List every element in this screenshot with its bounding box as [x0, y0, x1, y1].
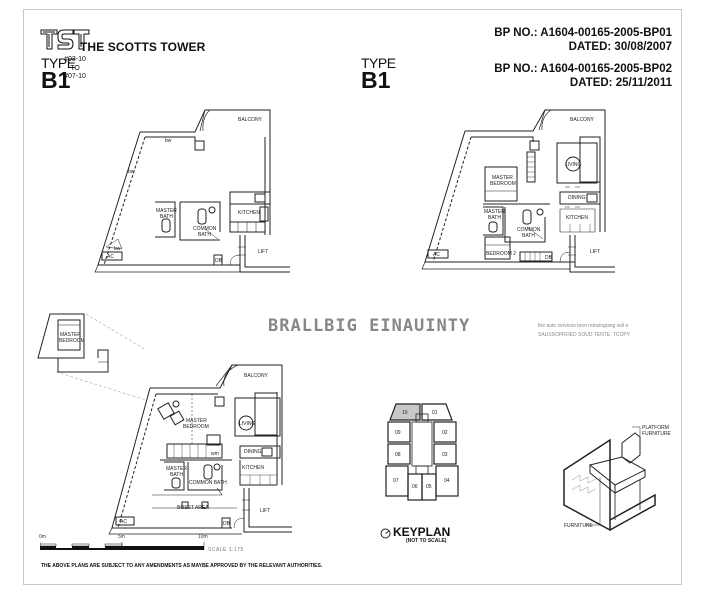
type-label: TYPE [361, 55, 396, 71]
svg-text:08: 08 [395, 452, 401, 458]
room-label-master-bath: MASTER [156, 208, 177, 214]
project-name: THE SCOTTS TOWER [80, 40, 206, 54]
isometric-drawing: PLATFORM FURNITURE FURNITURE [560, 415, 680, 540]
approval-block-2: BP NO.: A1604-00165-2005-BP02 DATED: 25/… [494, 62, 672, 90]
floor-plan-a: BALCONY MASTER BATH COMMON BATH KITCHEN … [90, 107, 290, 277]
bp-number: BP NO.: A1604-00165-2005-BP01 [494, 27, 672, 39]
svg-text:07: 07 [393, 478, 399, 484]
svg-text:COMMON BATH: COMMON BATH [189, 480, 227, 486]
svg-text:KITCHEN: KITCHEN [242, 465, 264, 471]
svg-text:LIFT: LIFT [260, 508, 270, 514]
type-label: TYPE [41, 55, 76, 71]
svg-text:BALCONY: BALCONY [570, 117, 595, 123]
svg-text:bw: bw [165, 138, 172, 144]
watermark-small-line-1: the auto services tenn reinsinguing sell… [538, 323, 629, 329]
drawing-sheet-frame [23, 9, 682, 585]
bp-date: DATED: 30/08/2007 [568, 41, 672, 53]
svg-text:BEDROOM: BEDROOM [59, 338, 85, 344]
svg-text:BEDROOM: BEDROOM [490, 181, 516, 187]
unit-range-to-word: TO [70, 64, 80, 72]
svg-text:BATH: BATH [170, 472, 183, 478]
svg-text:MASTER: MASTER [166, 466, 187, 472]
svg-text:bw: bw [114, 246, 121, 252]
svg-text:COMMON: COMMON [193, 226, 217, 232]
svg-text:BALCONY: BALCONY [238, 117, 263, 123]
north-arrow-icon [380, 526, 391, 544]
watermark-text: BRALLBIG EINAUINTY [268, 316, 471, 336]
svg-text:FURNITURE: FURNITURE [564, 523, 594, 529]
svg-text:BATH: BATH [198, 232, 211, 238]
svg-text:AC: AC [107, 254, 114, 260]
inset-label: MASTER [60, 332, 81, 338]
svg-text:LIVING: LIVING [565, 162, 582, 168]
svg-text:DINING: DINING [244, 449, 262, 455]
svg-text:06: 06 [412, 484, 418, 490]
svg-text:10: 10 [402, 410, 408, 416]
keyplan-subtitle: (NOT TO SCALE) [406, 538, 447, 544]
watermark-small-line-2: SAUSSOPROED SOUD TENTE. TCOPY [538, 332, 631, 338]
svg-text:BEDROOM 2: BEDROOM 2 [486, 251, 516, 257]
svg-text:03: 03 [442, 452, 448, 458]
svg-text:04: 04 [444, 478, 450, 484]
svg-text:LIVING: LIVING [239, 421, 256, 427]
floor-plan-c: BALCONY MASTER BEDROOM LIVING DINING KIT… [92, 360, 292, 535]
disclaimer-text: THE ABOVE PLANS ARE SUBJECT TO ANY AMEND… [41, 563, 323, 569]
svg-text:BATH: BATH [160, 214, 173, 220]
svg-text:LIFT: LIFT [258, 249, 268, 255]
svg-text:wm: wm [211, 451, 219, 457]
watermark-small-text: the auto services tenn reinsinguing sell… [538, 322, 678, 340]
svg-text:COMMON: COMMON [517, 227, 541, 233]
floor-plan-b: BALCONY MASTER BEDROOM LIVING DINING KIT… [405, 107, 615, 277]
scale-bar [39, 540, 210, 559]
scale-tick-0: 0m [39, 534, 46, 540]
svg-text:BEDROOM: BEDROOM [183, 424, 209, 430]
svg-text:DINING: DINING [568, 195, 586, 201]
svg-text:AC: AC [433, 252, 440, 258]
svg-text:BOSST AREA: BOSST AREA [177, 505, 209, 511]
svg-text:DB: DB [545, 255, 553, 261]
scale-ratio: SCALE 1:175 [208, 547, 244, 553]
unit-range-to: #07-10 [64, 73, 86, 80]
keyplan-title: KEYPLAN [393, 525, 451, 539]
svg-text:MASTER: MASTER [186, 418, 207, 424]
svg-text:FURNITURE: FURNITURE [642, 431, 672, 437]
svg-text:KITCHEN: KITCHEN [238, 210, 260, 216]
svg-text:DB: DB [223, 521, 231, 527]
room-labels: BALCONY MASTER BATH COMMON BATH KITCHEN … [107, 117, 268, 264]
svg-text:KITCHEN: KITCHEN [566, 215, 588, 221]
svg-text:02: 02 [442, 430, 448, 436]
scale-tick-5: 5m [118, 534, 125, 540]
approval-block-1: BP NO.: A1604-00165-2005-BP01 DATED: 30/… [494, 26, 672, 54]
svg-text:05: 05 [426, 484, 432, 490]
svg-text:LIFT: LIFT [590, 249, 600, 255]
svg-text:01: 01 [432, 410, 438, 416]
type-code: B1 [41, 67, 71, 93]
svg-text:BATH: BATH [522, 233, 535, 239]
svg-text:DB: DB [215, 258, 223, 264]
svg-text:BATH: BATH [488, 215, 501, 221]
svg-text:09: 09 [395, 430, 401, 436]
unit-range-from: #03-10 [64, 56, 86, 63]
scale-tick-10: 10m [198, 534, 208, 540]
master-bedroom-inset: MASTER BEDROOM [36, 310, 146, 400]
bp-date: DATED: 25/11/2011 [569, 77, 672, 89]
svg-text:MASTER: MASTER [484, 209, 505, 215]
svg-text:PLATFORM: PLATFORM [642, 425, 669, 431]
type-code: B1 [361, 67, 391, 93]
unit-type-header: TYPE B1 [41, 55, 76, 93]
unit-range: #03-10 TO #07-10 [64, 56, 86, 82]
svg-text:AC: AC [120, 519, 127, 525]
svg-text:BALCONY: BALCONY [244, 373, 269, 379]
bp-number: BP NO.: A1604-00165-2005-BP02 [494, 63, 672, 75]
keyplan-diagram: 10 01 09 02 08 03 07 06 05 04 [382, 400, 462, 510]
svg-text:bw: bw [128, 169, 135, 175]
plan-b-type-header: TYPE B1 [361, 55, 396, 93]
svg-text:MASTER: MASTER [492, 175, 513, 181]
tst-logo-icon [40, 27, 90, 58]
